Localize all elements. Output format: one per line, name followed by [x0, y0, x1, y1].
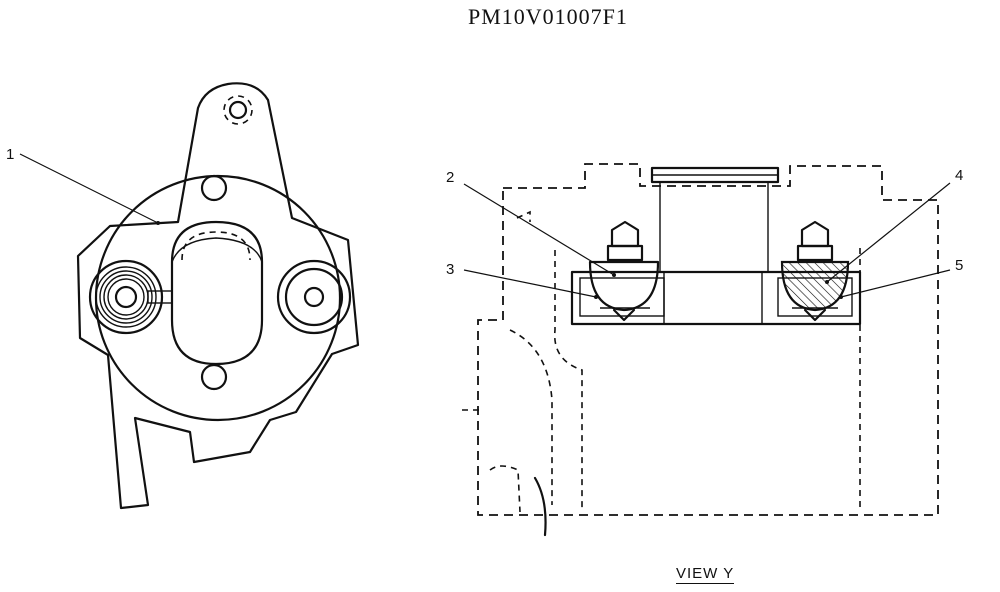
left-valve-ring-1 [95, 266, 157, 328]
left-plug-tip [610, 220, 640, 248]
leader-1 [19, 153, 159, 224]
left-valve-ring-3 [103, 274, 149, 320]
port-inner-edge [171, 237, 263, 263]
leader-2 [463, 183, 615, 276]
left-valve-core [114, 285, 138, 309]
valve-plate [570, 270, 862, 326]
view-label: VIEW Y [676, 565, 735, 584]
right-valve-inner [284, 267, 344, 327]
right-seat-tip [803, 308, 827, 322]
main-body-circle [94, 174, 342, 422]
left-plug-body [606, 244, 644, 262]
callout-4: 4 [955, 167, 963, 184]
callout-3: 3 [446, 261, 454, 278]
hidden-curve-2 [489, 465, 521, 513]
lower-hole [200, 363, 228, 391]
leader-4-dot [825, 280, 829, 284]
right-plug-tip [800, 220, 830, 248]
callout-1: 1 [6, 146, 14, 163]
left-valve-stem [147, 290, 173, 304]
leader-2-dot [612, 273, 616, 277]
lug-hole [228, 100, 248, 120]
right-plug-body [796, 244, 834, 262]
central-oblong-port [170, 220, 264, 366]
left-valve-outer [88, 259, 164, 335]
leader-5 [840, 269, 951, 298]
port-hidden-line [181, 231, 251, 261]
left-ball [588, 260, 660, 312]
callouts: 1 2 3 4 5 [6, 146, 963, 299]
leader-3-dot [594, 295, 598, 299]
left-valve-ring-4 [107, 278, 145, 316]
left-valve-ring-2 [99, 270, 153, 324]
break-line [533, 476, 547, 537]
leader-4 [826, 182, 951, 283]
leader-5-dot [839, 295, 843, 299]
right-ball-hatched [780, 260, 850, 312]
leader-1-dot [156, 221, 160, 225]
view-y-section [462, 163, 939, 537]
right-valve-core [303, 286, 325, 308]
hidden-detail-a [516, 210, 531, 222]
housing-front-view [76, 82, 360, 510]
callout-2: 2 [446, 169, 454, 186]
lug-hole-dashed [223, 95, 253, 125]
housing-hidden-outline [477, 163, 939, 516]
upper-hole [200, 174, 228, 202]
hidden-curve-1 [509, 329, 553, 505]
right-valve-outer [276, 259, 352, 335]
callout-5: 5 [955, 257, 963, 274]
hidden-channel-1 [553, 250, 583, 512]
left-seat-tip [612, 308, 636, 322]
part-code: PM10V01007F1 [468, 4, 628, 29]
bracket-outline [76, 82, 360, 510]
leader-3 [463, 269, 597, 298]
